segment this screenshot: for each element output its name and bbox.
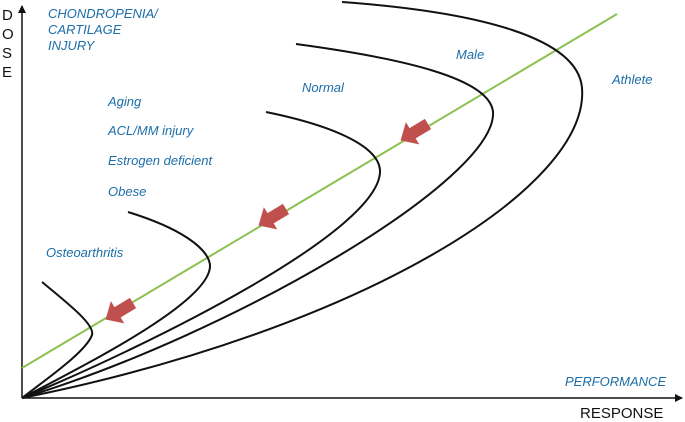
arrow-shape bbox=[105, 297, 137, 324]
curve-normal bbox=[21, 111, 382, 399]
curve-athlete bbox=[21, 1, 584, 399]
label-chondropenia-line1: CHONDROPENIA/ bbox=[48, 6, 159, 21]
y-axis-letter-o: O bbox=[2, 26, 14, 43]
label-acl-mm-injury: ACL/MM injury bbox=[107, 123, 195, 138]
label-obese: Obese bbox=[108, 184, 146, 199]
arrow-shift-3 bbox=[400, 118, 432, 145]
y-axis-letter-d: D bbox=[2, 7, 13, 24]
curve-male bbox=[21, 43, 495, 399]
label-aging: Aging bbox=[107, 94, 142, 109]
label-performance: PERFORMANCE bbox=[565, 374, 666, 389]
curve-obese bbox=[21, 211, 212, 399]
y-axis-letter-e: E bbox=[2, 64, 12, 81]
curve-osteoarthritis bbox=[21, 281, 94, 399]
arrow-shape bbox=[400, 118, 432, 145]
arrow-shift-1 bbox=[105, 297, 137, 324]
x-axis-title: RESPONSE bbox=[580, 405, 663, 422]
label-chondropenia-line2: CARTILAGE bbox=[48, 22, 122, 37]
label-estrogen-deficient: Estrogen deficient bbox=[108, 153, 213, 168]
label-male: Male bbox=[456, 47, 484, 62]
label-chondropenia-line3: INJURY bbox=[48, 38, 96, 53]
label-athlete: Athlete bbox=[611, 72, 652, 87]
label-osteoarthritis: Osteoarthritis bbox=[46, 245, 124, 260]
label-normal: Normal bbox=[302, 80, 345, 95]
arrow-shape bbox=[258, 203, 290, 230]
y-axis-letter-s: S bbox=[2, 45, 12, 62]
arrow-shift-2 bbox=[258, 203, 290, 230]
